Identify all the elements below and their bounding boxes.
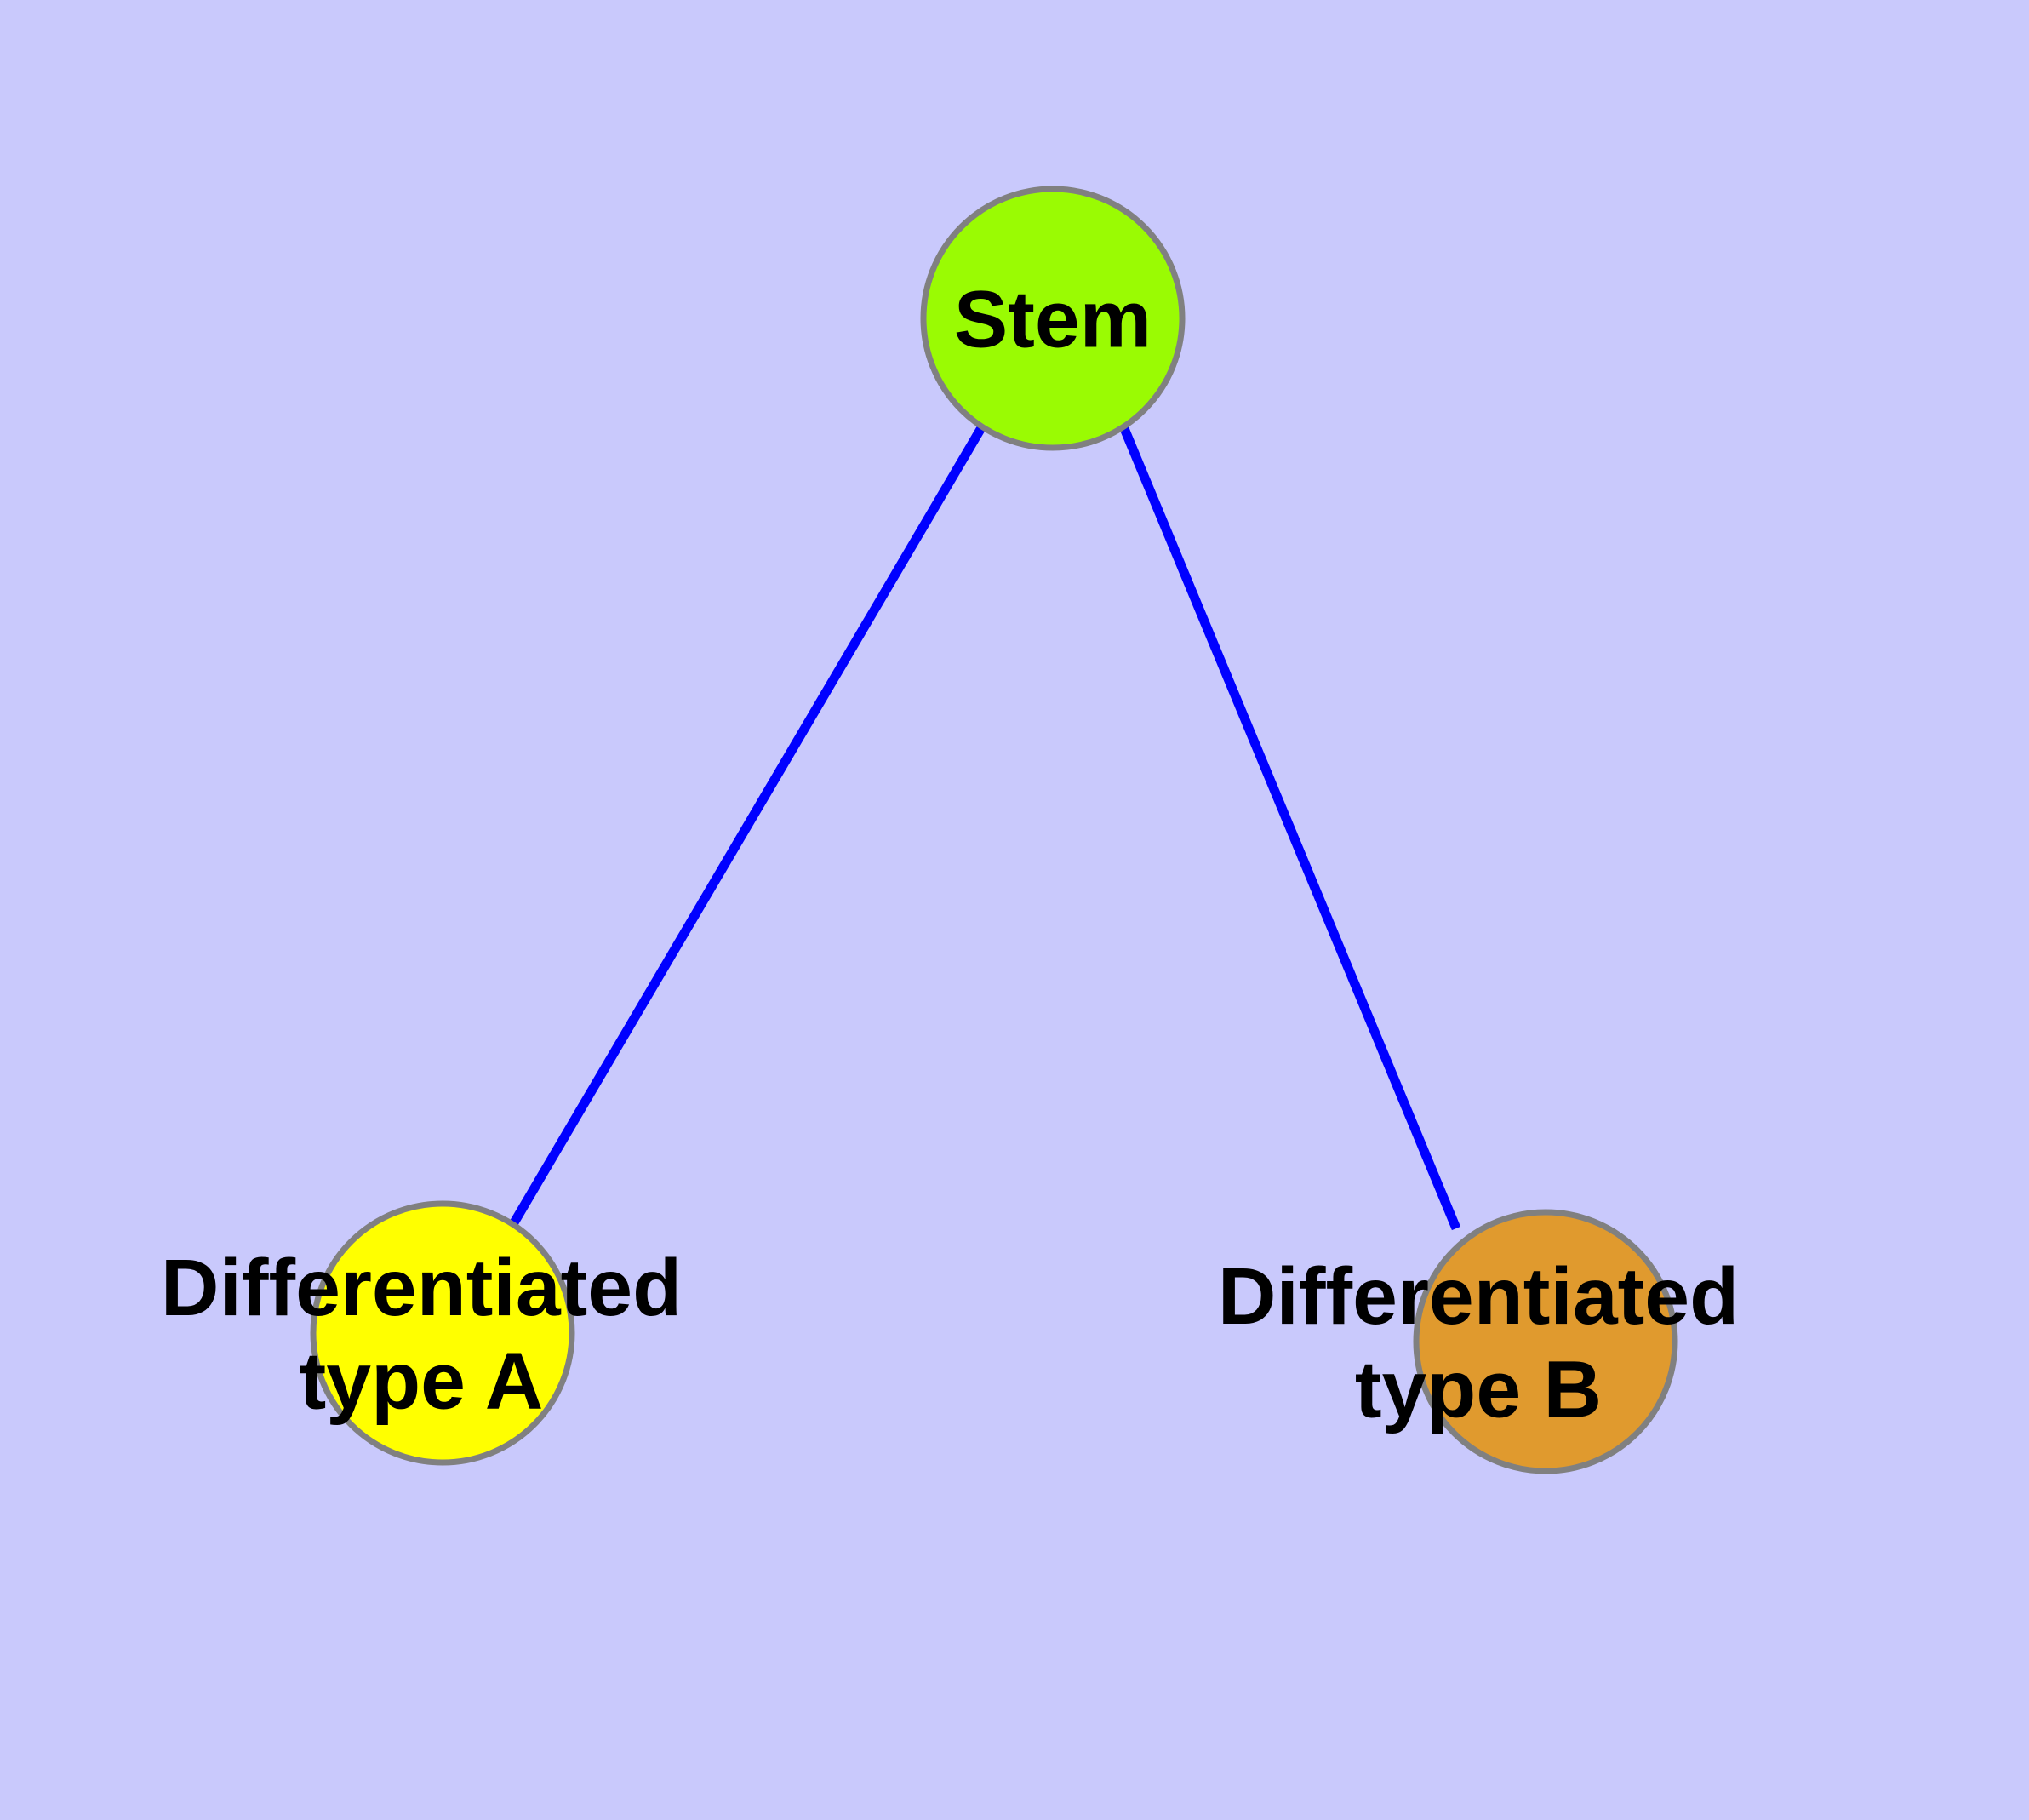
node-circle-stem[interactable] [920,186,1186,451]
node-label-line: type A [300,1336,544,1426]
node-circle-diff_b[interactable] [1413,1209,1678,1474]
edge-stem-to-diff-b[interactable] [1118,424,1461,1231]
node-label-stem: Stem [954,275,1152,365]
node-label-line: type B [1355,1344,1602,1434]
edge-stem-to-diff-a[interactable] [509,424,986,1227]
node-label-line: Differentiated [1218,1251,1739,1342]
node-circle-diff_a[interactable] [310,1200,575,1466]
edges-group [509,424,1461,1231]
node-stem[interactable]: Stem [920,186,1186,451]
node-label-line: Differentiated [161,1243,682,1333]
node-label-line: Stem [954,275,1152,365]
